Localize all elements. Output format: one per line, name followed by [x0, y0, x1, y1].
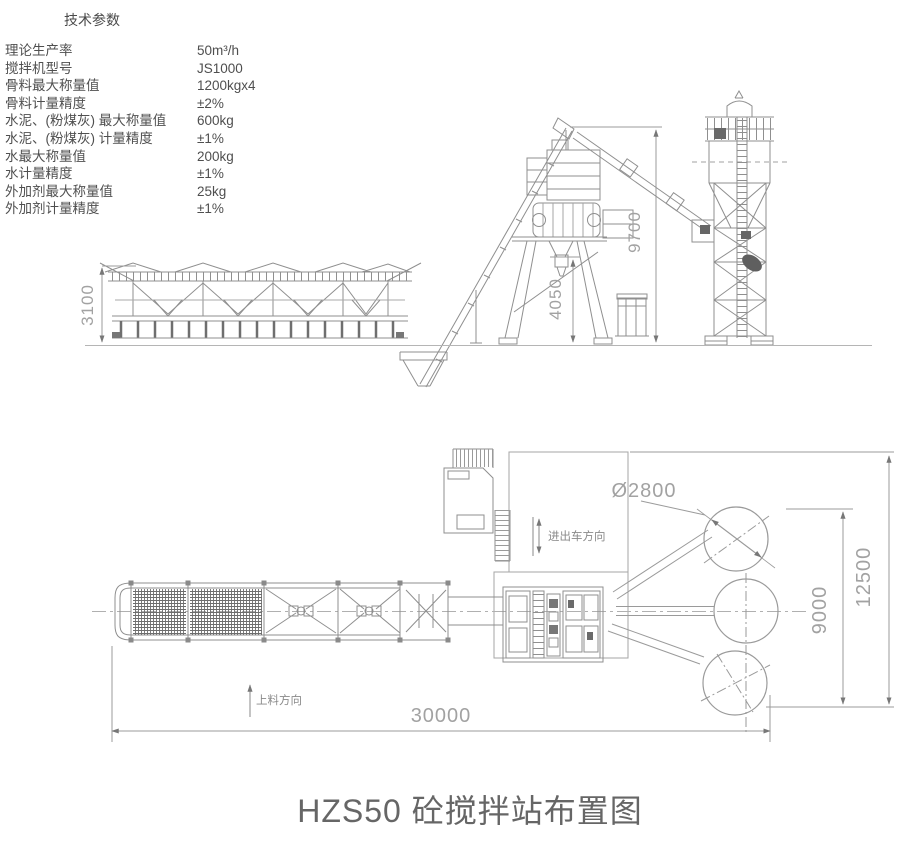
param-value: ±1% — [197, 130, 224, 146]
param-row: 水最大称量值 200kg — [5, 148, 315, 166]
param-row: 搅拌机型号 JS1000 — [5, 60, 315, 78]
param-value: ±2% — [197, 95, 224, 111]
feed-direction-label: 上料方向 — [256, 693, 302, 707]
dim-site-length: 30000 — [111, 646, 771, 742]
dim-9000-label: 9000 — [809, 586, 831, 635]
dim-9700-label: 9700 — [625, 211, 644, 253]
vehicle-direction-arrow: 进出车方向 — [532, 517, 606, 556]
param-value: 1200kgx4 — [197, 78, 256, 94]
mesh-screen — [133, 589, 186, 635]
param-value: ±1% — [197, 201, 224, 217]
vehicle-direction-label: 进出车方向 — [548, 529, 606, 543]
screw-conveyor-elevation — [572, 131, 712, 233]
param-label: 搅拌机型号 — [5, 60, 73, 76]
param-value: 25kg — [197, 183, 227, 199]
dim-silo-row-span: 9000 — [786, 508, 853, 705]
cement-silo-circle — [703, 506, 769, 572]
dim-3100-label: 3100 — [78, 284, 97, 326]
batching-conveyor-plan — [114, 580, 503, 643]
param-row: 理论生产率 50m³/h — [5, 42, 315, 60]
dim-discharge-height: 4050 — [546, 256, 580, 343]
param-label: 骨料最大称量值 — [5, 78, 100, 94]
dim-site-width: 12500 — [630, 451, 894, 708]
frame-nodes — [128, 580, 451, 643]
dim-12500-label: 12500 — [853, 547, 875, 608]
dim-4050-label: 4050 — [546, 278, 565, 320]
drawing-caption: HZS50 砼搅拌站布置图 — [297, 793, 643, 829]
param-label: 水泥、(粉煤灰) 最大称量值 — [5, 113, 167, 129]
param-label: 外加剂计量精度 — [5, 201, 100, 217]
param-label: 外加剂最大称量值 — [5, 183, 113, 199]
dim-batcher-height: 3100 — [78, 265, 136, 343]
param-row: 水泥、(粉煤灰) 最大称量值 600kg — [5, 112, 315, 130]
param-row: 骨料最大称量值 1200kgx4 — [5, 77, 315, 95]
param-label: 理论生产率 — [5, 43, 73, 58]
stairs — [494, 510, 511, 562]
param-row: 水泥、(粉煤灰) 计量精度 ±1% — [5, 130, 315, 148]
param-value: 50m³/h — [197, 43, 240, 58]
mixer-block-plan — [502, 586, 604, 663]
dim-2800-label: Ø2800 — [611, 480, 676, 502]
param-label: 水计量精度 — [5, 166, 73, 182]
tech-params-title: 技术参数 — [64, 12, 120, 28]
elevation-view: 3100 — [78, 89, 872, 388]
param-value: 200kg — [197, 148, 234, 164]
cement-silo-circle — [702, 650, 768, 716]
mesh-screen — [190, 589, 262, 635]
param-value: ±1% — [197, 166, 224, 182]
feed-direction-arrow: 上料方向 — [247, 684, 302, 717]
dim-silo-diameter: Ø2800 — [611, 480, 776, 569]
param-row: 水计量精度 ±1% — [5, 165, 315, 183]
skip-box — [616, 293, 648, 300]
silo-circles — [700, 506, 779, 734]
bucket-elevator-tower — [691, 89, 787, 346]
mixing-unit — [498, 130, 649, 345]
param-label: 水泥、(粉煤灰) 计量精度 — [5, 130, 153, 146]
tech-params-table: 技术参数 理论生产率 50m³/h 搅拌机型号 JS1000 骨料最大称量值 1200… — [5, 10, 315, 218]
param-row: 骨料计量精度 ±2% — [5, 95, 315, 113]
param-label: 水最大称量值 — [5, 148, 86, 164]
foundation-pads — [493, 451, 629, 659]
aggregate-batcher — [99, 262, 422, 339]
receiving-hopper — [399, 351, 448, 387]
inclined-belt-conveyor — [419, 117, 575, 388]
screw-conveyors-plan — [607, 529, 714, 665]
dim-30000-label: 30000 — [411, 705, 472, 727]
param-row: 外加剂计量精度 ±1% — [5, 200, 315, 218]
param-row: 外加剂最大称量值 25kg — [5, 183, 315, 201]
control-room — [443, 448, 494, 534]
dim-plant-height: 9700 — [570, 126, 662, 343]
param-value: 600kg — [197, 113, 234, 129]
param-value: JS1000 — [197, 60, 243, 76]
plan-view: 进出车方向 — [92, 448, 894, 742]
transfer-hopper — [405, 589, 447, 633]
param-label: 骨料计量精度 — [5, 95, 86, 111]
